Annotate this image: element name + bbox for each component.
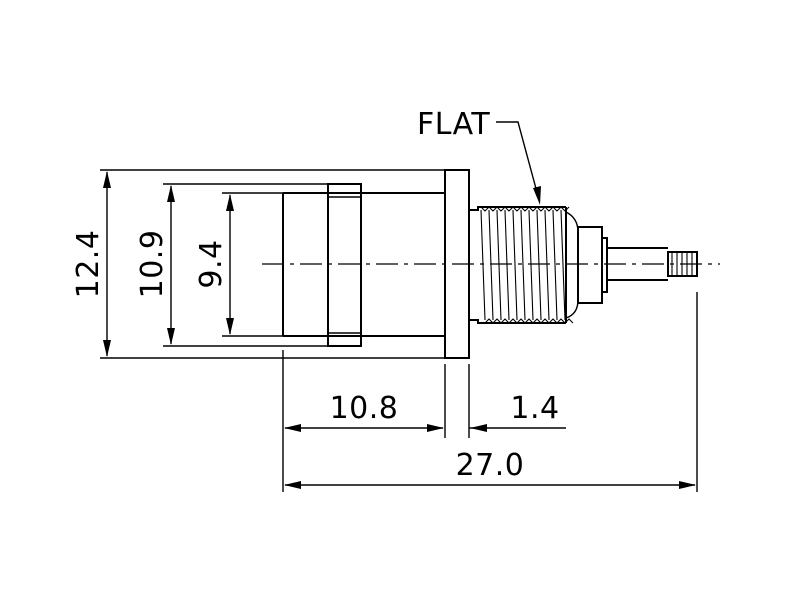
inner-height-label: 9.4 [194, 239, 229, 288]
thread-line [512, 209, 518, 321]
connector-body [282, 169, 698, 359]
thread-tooth [504, 206, 518, 324]
flat-callout: FLAT [417, 107, 541, 205]
thread-line [552, 209, 558, 321]
shoulder [577, 226, 603, 304]
thread-tooth [520, 206, 534, 324]
extension-lines [282, 292, 698, 492]
thread-outline [469, 206, 567, 324]
thread-line [560, 209, 566, 321]
thread-lines [480, 206, 574, 324]
thread-line [480, 209, 486, 321]
dim-body-height: 10.9 [135, 183, 328, 347]
thread-tooth [480, 206, 494, 324]
thread-line [528, 209, 534, 321]
dim-overall-height: 12.4 [71, 169, 445, 359]
thread-line [544, 209, 550, 321]
dim-flange-thickness: 1.4 [469, 391, 566, 432]
dim-inner-height: 9.4 [194, 192, 283, 337]
thread-line [504, 209, 510, 321]
shoulder-step [601, 237, 608, 293]
overall-height-label: 12.4 [71, 230, 106, 299]
thread-line [488, 209, 494, 321]
thread-tooth [560, 206, 574, 324]
body-height-label: 10.9 [135, 230, 170, 299]
thread-tooth [528, 206, 542, 324]
body-length-label: 10.8 [330, 391, 399, 426]
thread-line [520, 209, 526, 321]
thread-line [536, 209, 542, 321]
thread-tooth [496, 206, 510, 324]
thread-tooth [488, 206, 502, 324]
flat-label: FLAT [417, 107, 490, 142]
thread-line [496, 209, 502, 321]
thread-tooth [536, 206, 550, 324]
flange-thickness-label: 1.4 [510, 391, 559, 426]
dim-body-length: 10.8 [284, 391, 444, 432]
thread-tooth [544, 206, 558, 324]
dim-overall-length: 27.0 [284, 448, 696, 489]
thread-tooth [512, 206, 526, 324]
thread-tooth [552, 206, 566, 324]
overall-length-label: 27.0 [456, 448, 525, 483]
body-band [327, 183, 362, 347]
